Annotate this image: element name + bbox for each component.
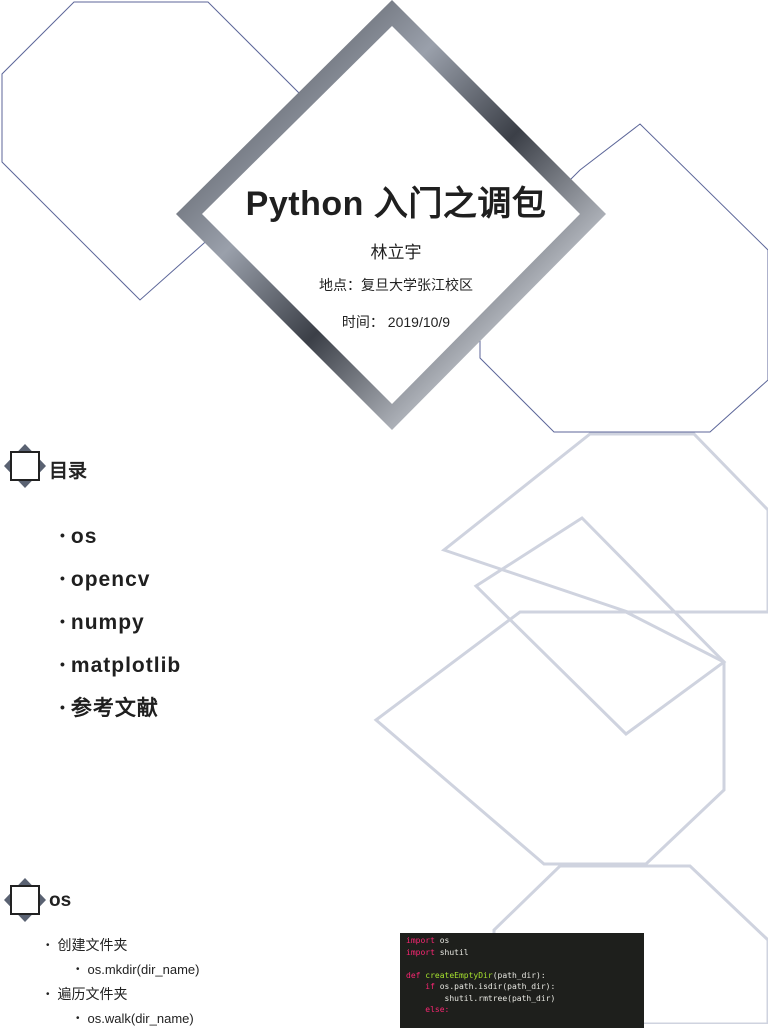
code-line: else: [406,1004,638,1016]
code-snippet: import os import shutil def createEmptyD… [400,933,644,1028]
code-line: import shutil [406,947,638,959]
light-octagon-1 [444,434,768,612]
toc-item-os: •os [60,518,181,561]
code-line: shutil.rmtree(path_dir) [406,993,638,1005]
toc-item-opencv: •opencv [60,561,181,604]
os-item-walk: •os.walk(dir_name) [46,1009,200,1033]
presentation-title: Python 入门之调包 [0,176,768,225]
os-item-create-folder: •创建文件夹 [46,935,200,960]
os-item-mkdir: •os.mkdir(dir_name) [46,960,200,985]
code-line-blank [406,958,638,970]
os-bullet-list: •创建文件夹 •os.mkdir(dir_name) •遍历文件夹 •os.wa… [46,935,200,1033]
toc-list: •os •opencv •numpy •matplotlib •参考文献 [60,518,181,733]
light-octagon-2 [376,612,724,864]
toc-heading: 目录 [49,456,87,483]
code-line: if os.path.isdir(path_dir): [406,981,638,993]
section-diamond-icon [4,444,46,488]
os-heading: os [49,890,71,912]
toc-item-references: •参考文献 [60,690,181,733]
light-diamond [476,518,724,734]
section-diamond-icon [4,878,46,922]
date-text: 时间： 2019/10/9 [0,312,768,332]
author-name: 林立宇 [0,238,768,263]
code-line: def createEmptyDir(path_dir): [406,970,638,982]
os-item-walk-folder: •遍历文件夹 [46,984,200,1009]
code-line: import os [406,935,638,947]
toc-item-numpy: •numpy [60,604,181,647]
location-text: 地点：复旦大学张江校区 [0,275,768,295]
toc-item-matplotlib: •matplotlib [60,647,181,690]
